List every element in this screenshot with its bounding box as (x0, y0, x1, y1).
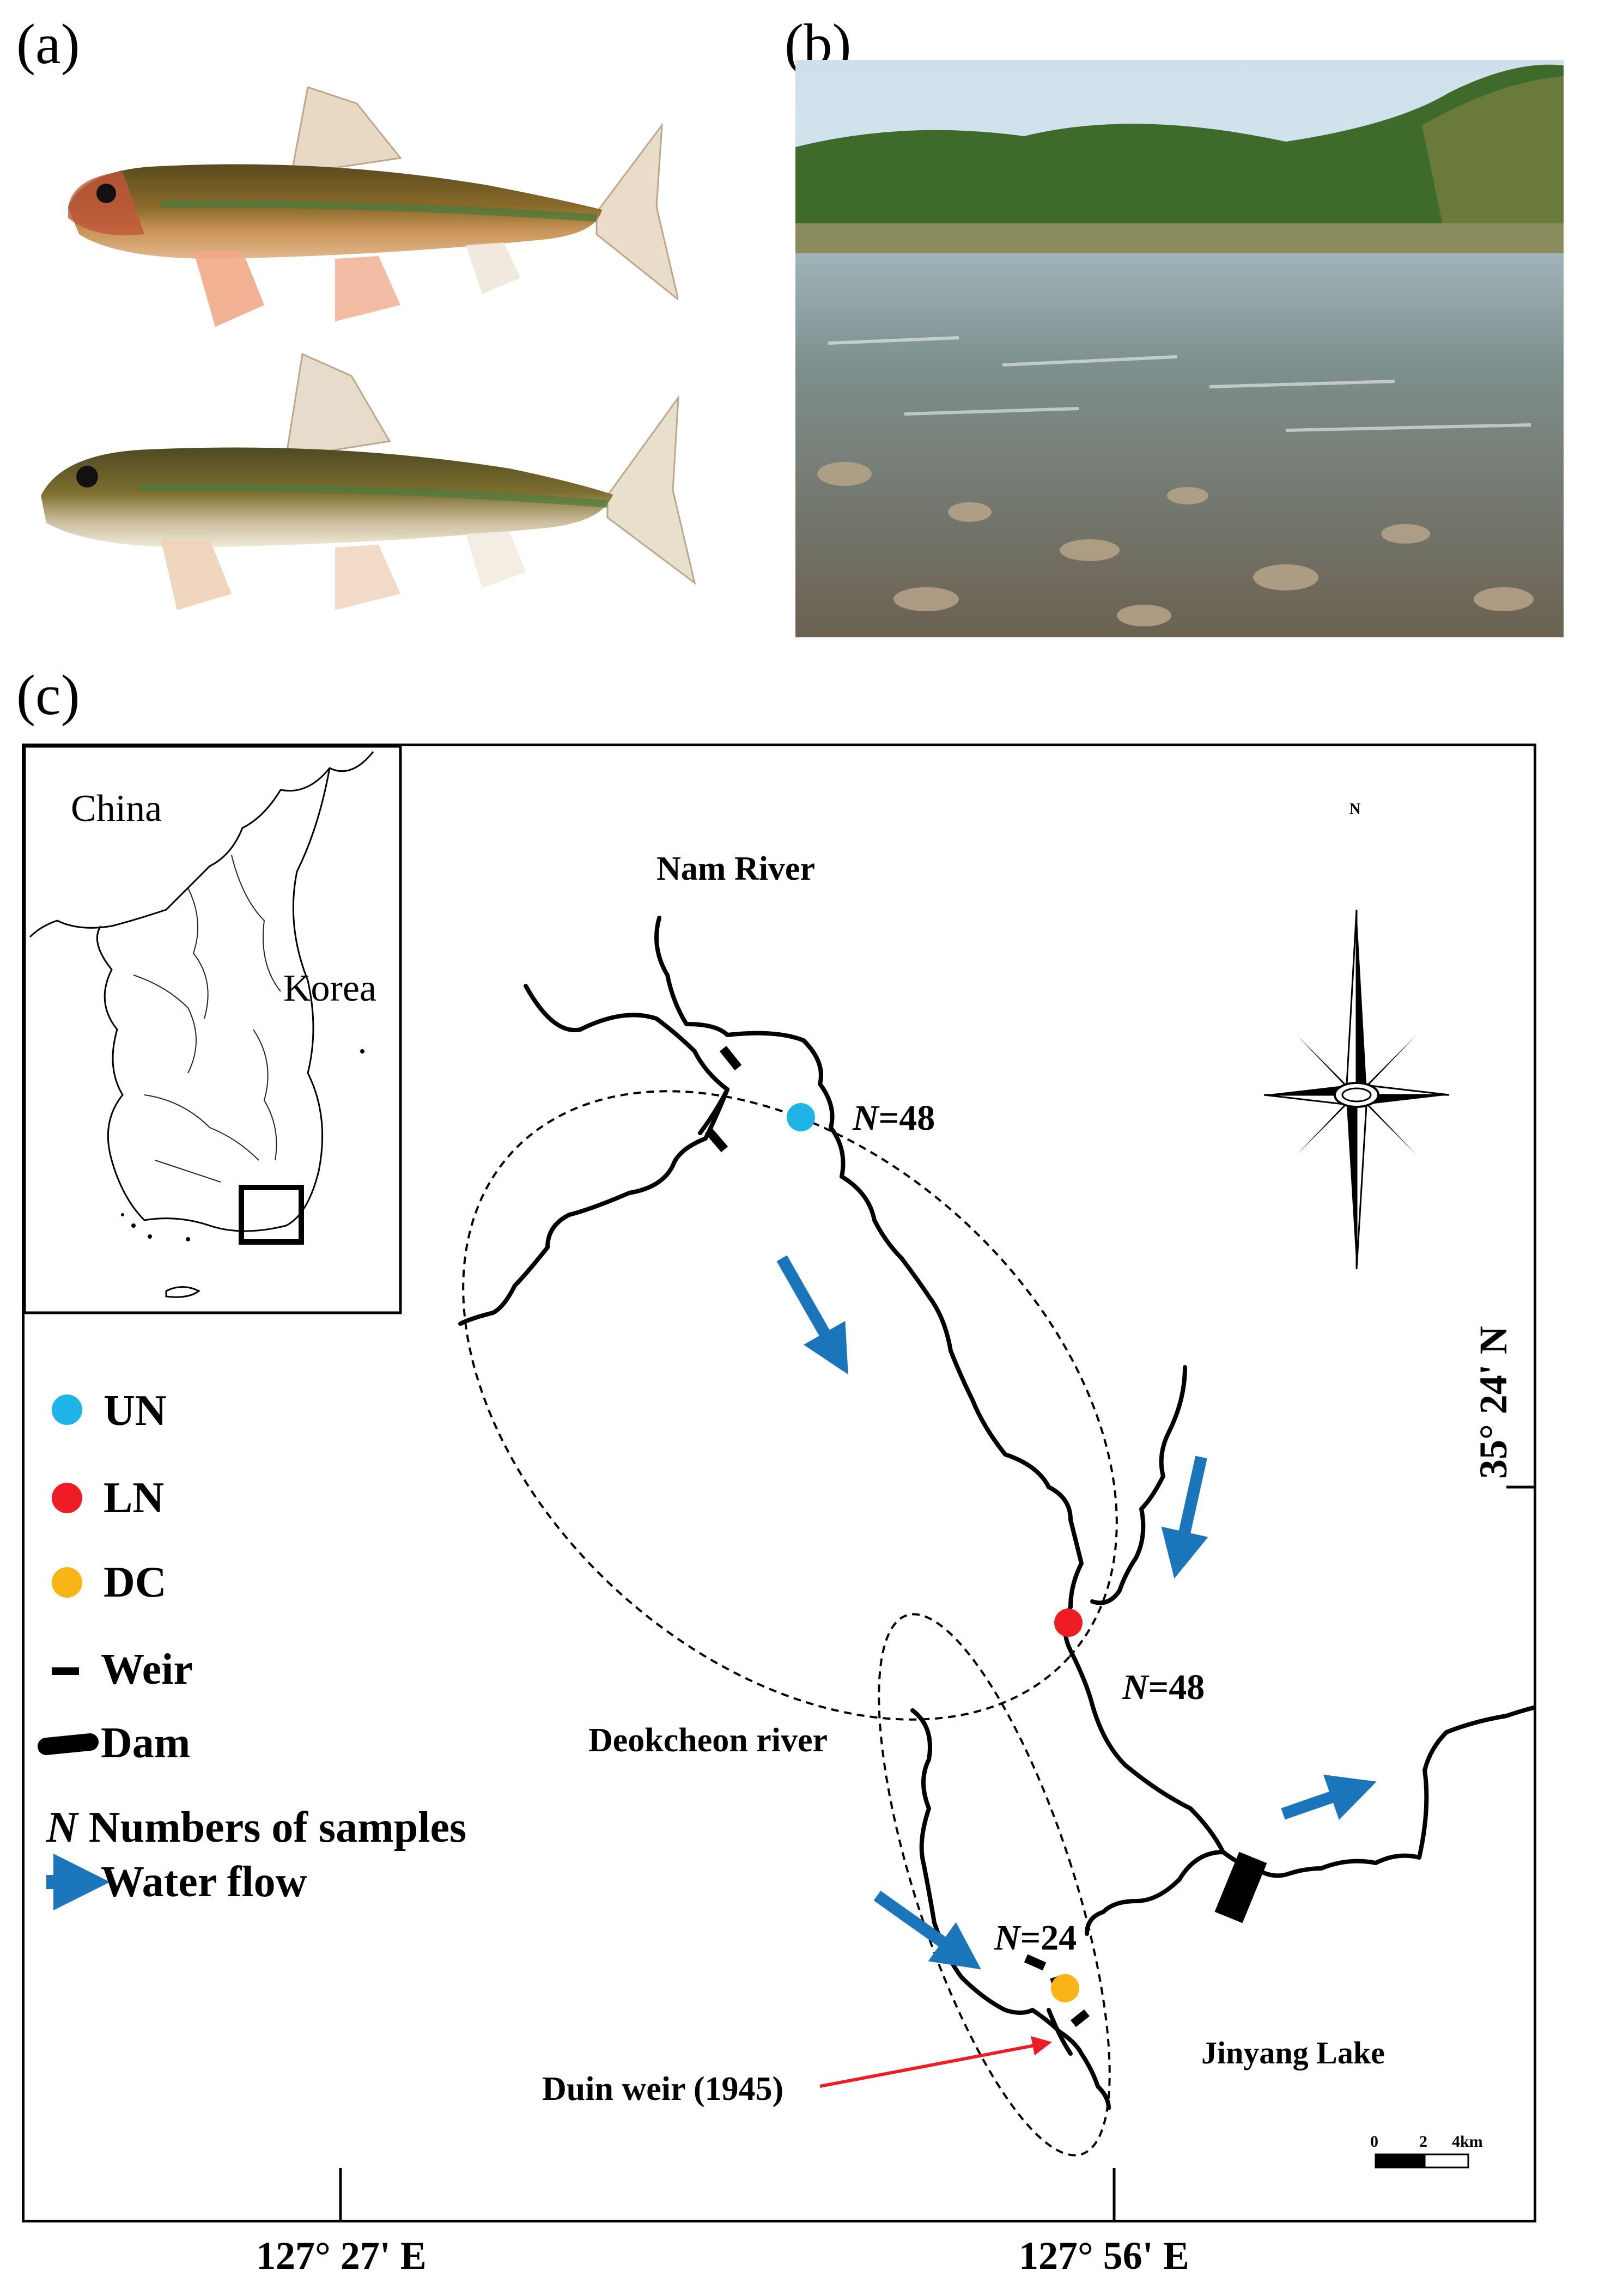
legend-dam-icon (38, 1733, 99, 1755)
legend-ln-dot (52, 1483, 82, 1513)
label-nam-river: Nam River (656, 850, 815, 887)
map-canvas (25, 746, 1534, 2220)
panel-label-c: (c) (16, 663, 80, 727)
scale-tick-4km: 4km (1452, 2133, 1483, 2151)
compass-rose-icon (1263, 909, 1450, 1270)
legend-flow-label: Water flow (101, 1858, 307, 1906)
x-axis-label-2: 127° 56' E (1019, 2234, 1189, 2277)
y-axis-label-1: 35° 24' N (1472, 1326, 1515, 1479)
sample-count-ln: N=48 (1122, 1667, 1205, 1707)
x-axis-label-1: 127° 27' E (256, 2234, 427, 2277)
scale-bar (1375, 2153, 1469, 2169)
deokcheon-ellipse (878, 1613, 1111, 2157)
legend-ln-label: LN (104, 1474, 165, 1522)
sample-point-dc (1051, 1974, 1079, 2002)
dam-marker (1214, 1852, 1267, 1923)
inset-label-korea: Korea (283, 967, 377, 1009)
river-network (458, 916, 1534, 2110)
sample-count-dc: N=24 (994, 1918, 1077, 1958)
label-jinyang-lake: Jinyang Lake (1201, 2035, 1385, 2070)
weir-markers (704, 1046, 1090, 2027)
legend-samples-label: N Numbers of samples (46, 1804, 467, 1852)
panel-label-a: (a) (16, 12, 80, 76)
duin-weir-arrow (819, 2036, 1052, 2088)
upper-basin-ellipse (462, 1090, 1118, 1721)
water-flow-arrows (776, 1255, 1377, 1970)
inset-label-china: China (71, 788, 162, 830)
scale-tick-0: 0 (1370, 2133, 1378, 2151)
sample-point-un (787, 1103, 815, 1131)
compass-north-label: N (1349, 801, 1361, 818)
fish-male-image (68, 86, 678, 327)
legend-symbols (38, 1394, 110, 1910)
sample-count-un: N=48 (853, 1098, 935, 1138)
inset-map (25, 746, 402, 1314)
legend-weir-label: Weir (101, 1646, 193, 1694)
legend-un-dot (52, 1394, 82, 1425)
label-duin-weir: Duin weir (1945) (542, 2070, 784, 2108)
label-deokcheon-river: Deokcheon river (588, 1722, 828, 1759)
legend-dc-label: DC (104, 1558, 167, 1606)
legend-dc-dot (52, 1567, 82, 1598)
legend-dam-label: Dam (101, 1719, 191, 1767)
map-panel: China Korea Nam River Deokcheon river Ji… (22, 744, 1536, 2222)
legend-un-label: UN (104, 1387, 167, 1435)
sample-point-ln (1054, 1609, 1083, 1637)
scale-tick-2: 2 (1419, 2133, 1427, 2151)
river-habitat-photo (795, 60, 1564, 637)
fish-female-image (41, 352, 696, 610)
